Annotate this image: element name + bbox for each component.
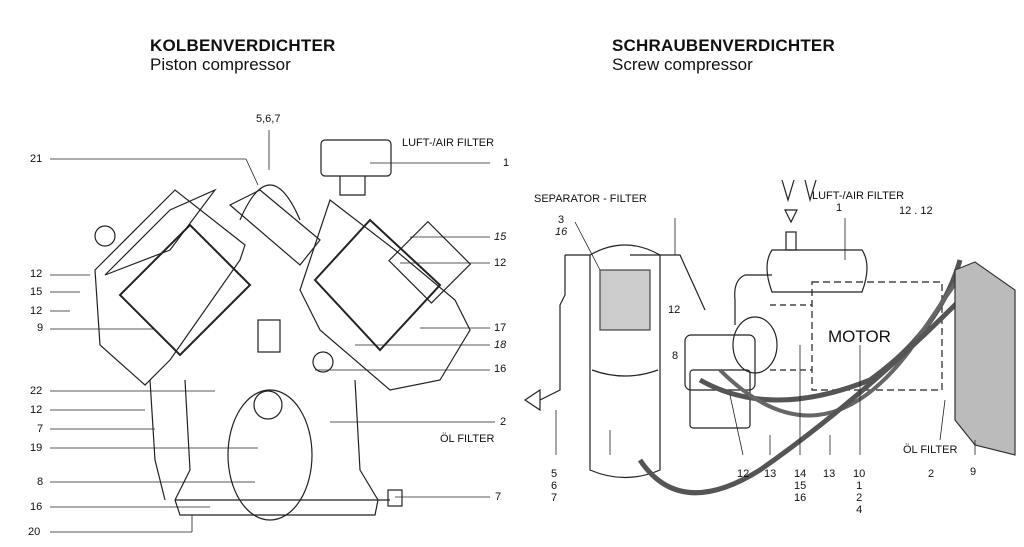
callout-number: 10	[853, 468, 866, 480]
callout-8: 8	[37, 476, 44, 488]
callout-8: 8	[672, 350, 679, 362]
callout-number: 16	[794, 492, 807, 504]
callout-1: 1	[836, 202, 843, 214]
callout-7: 7	[495, 491, 502, 503]
callout-12: 12	[30, 268, 43, 280]
callout-19: 19	[30, 442, 43, 454]
callout-2: 2	[928, 468, 934, 480]
air-filter-label: LUFT-/AIR FILTER	[812, 190, 905, 202]
callout-number: 1	[856, 480, 863, 492]
callout-9: 9	[970, 466, 976, 478]
callout-12: 12	[737, 468, 749, 480]
callout-20: 20	[28, 526, 41, 538]
callout-12: 12	[30, 305, 43, 317]
callout-10-1-2-4: 10 1 2 4	[853, 468, 865, 516]
callout-12-12: 12 . 12	[899, 205, 933, 217]
air-filter-label: LUFT-/AIR FILTER	[402, 137, 495, 149]
callout-17: 17	[494, 322, 507, 334]
callout-12: 12	[668, 304, 681, 316]
callout-9: 9	[37, 322, 44, 334]
callout-number: 15	[794, 480, 807, 492]
callout-number: 14	[794, 468, 807, 480]
piston-heading: KOLBENVERDICHTER	[150, 36, 336, 55]
callout-number: 5	[551, 468, 558, 480]
screw-heading: SCHRAUBENVERDICHTER	[612, 36, 835, 55]
callout-16: 16	[494, 363, 507, 375]
callout-14-15-16: 14 15 16	[794, 468, 806, 504]
callout-13: 13	[823, 468, 835, 480]
callout-2: 2	[500, 416, 507, 428]
callout-5-6-7: 5 6 7	[551, 468, 557, 504]
callout-5-6-7: 5,6,7	[256, 113, 281, 125]
callout-1: 1	[503, 157, 510, 169]
callout-12: 12	[494, 257, 507, 269]
callout-7: 7	[37, 423, 44, 435]
callout-number: 13	[823, 468, 836, 480]
callout-22: 22	[30, 385, 43, 397]
callout-3: 3	[558, 214, 565, 226]
callout-number: 2	[928, 468, 935, 480]
callout-15: 15	[494, 231, 507, 243]
screw-subheading: Screw compressor	[612, 55, 753, 74]
piston-subheading: Piston compressor	[150, 55, 291, 74]
callout-21: 21	[30, 153, 43, 165]
piston-compressor-drawing	[50, 130, 495, 533]
oil-filter-label: ÖL FILTER	[440, 433, 495, 445]
screw-compressor-drawing	[523, 179, 1016, 496]
separator-filter-label: SEPARATOR - FILTER	[534, 193, 647, 205]
callout-18: 18	[494, 339, 507, 351]
motor-label: MOTOR	[828, 327, 891, 346]
callout-number: 2	[856, 492, 863, 504]
callout-13: 13	[764, 468, 776, 480]
callout-number: 6	[551, 480, 558, 492]
callout-12: 12	[30, 404, 43, 416]
callout-number: 7	[551, 492, 558, 504]
callout-16: 16	[555, 226, 568, 238]
callout-15: 15	[30, 286, 43, 298]
callout-number: 12	[737, 468, 750, 480]
callout-number: 4	[856, 504, 863, 516]
callout-number: 13	[764, 468, 777, 480]
oil-filter-label: ÖL FILTER	[903, 444, 958, 456]
callout-number: 9	[970, 466, 977, 478]
callout-16: 16	[30, 501, 43, 513]
